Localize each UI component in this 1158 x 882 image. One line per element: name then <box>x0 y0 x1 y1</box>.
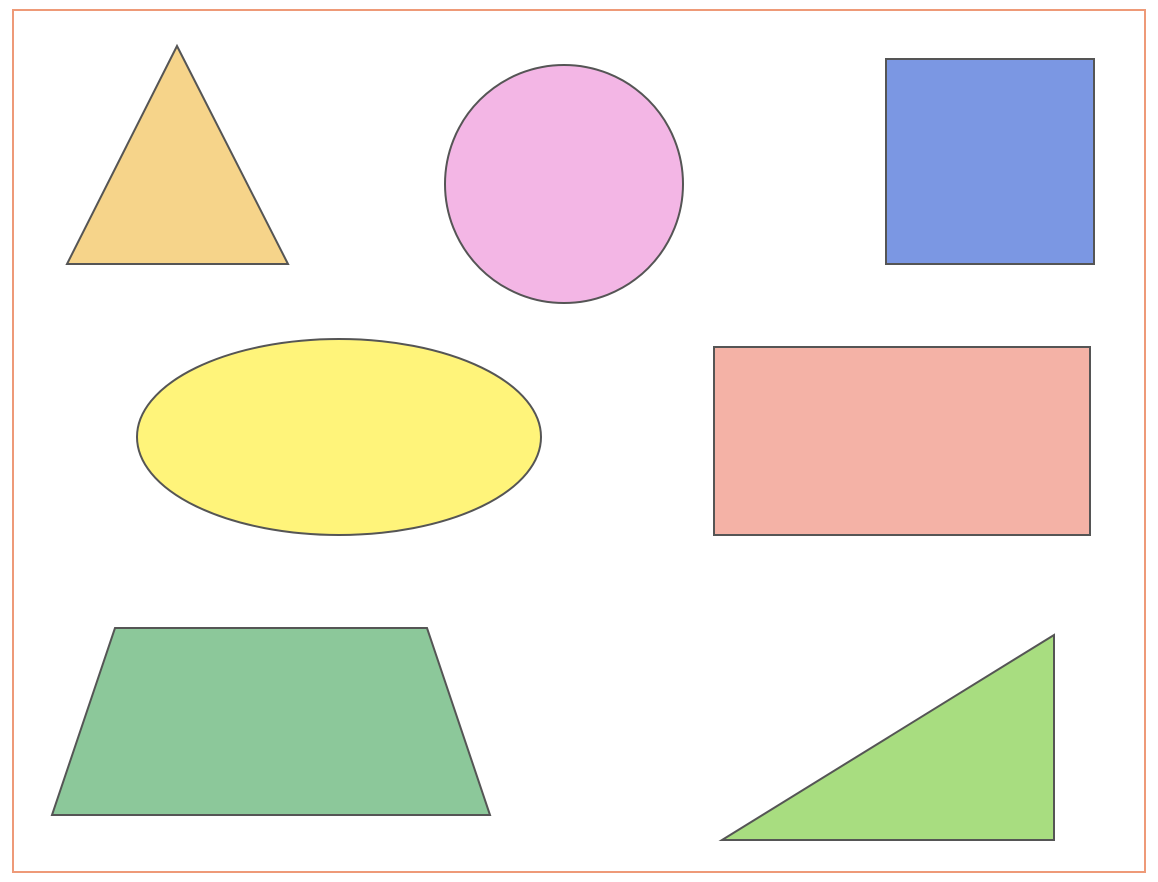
equilateral-triangle <box>65 43 290 265</box>
rectangle <box>713 346 1091 536</box>
ellipse <box>136 338 542 536</box>
square <box>885 58 1095 265</box>
circle <box>444 64 684 304</box>
right-triangle <box>718 633 1055 841</box>
trapezoid <box>50 627 492 816</box>
frame-border <box>12 9 1146 873</box>
